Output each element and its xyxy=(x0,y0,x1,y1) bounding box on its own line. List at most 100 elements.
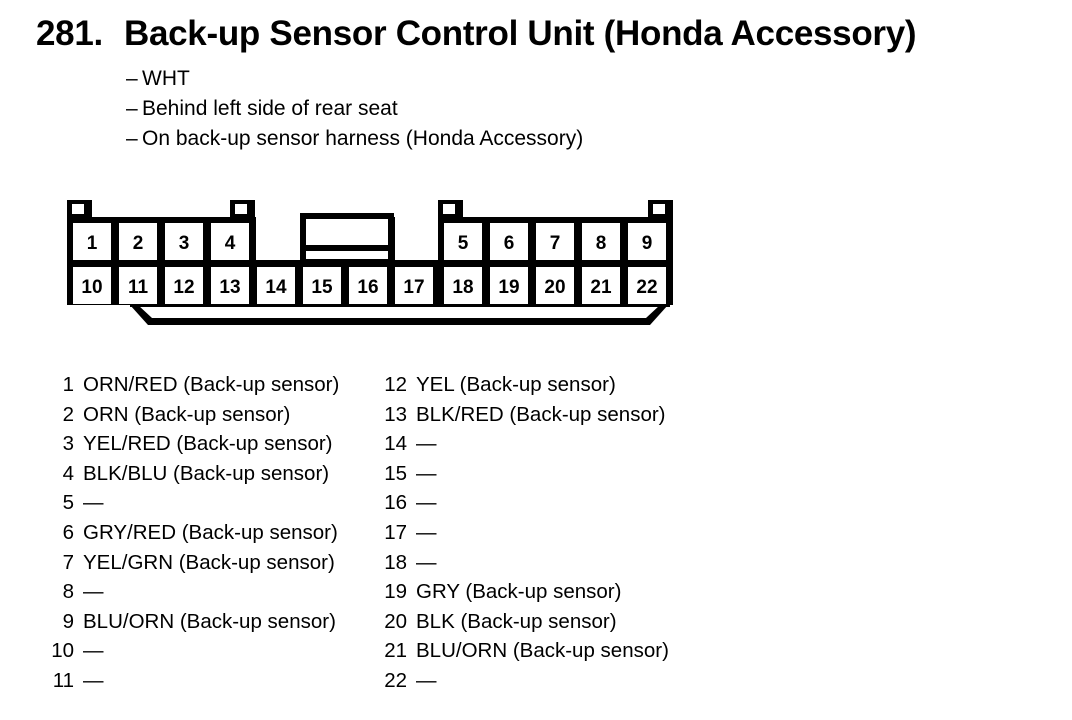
locking-tab-right-hole xyxy=(653,204,665,214)
pin-description: GRY (Back-up sensor) xyxy=(416,580,622,604)
pin-list-item: 2 ORN (Back-up sensor) xyxy=(44,400,384,430)
note-dash-icon: – xyxy=(126,67,138,90)
pin-cell-4[interactable] xyxy=(211,223,249,260)
locking-tab-left-hole xyxy=(72,204,84,214)
pin-cell-6[interactable] xyxy=(490,223,528,260)
connector-center-slot xyxy=(306,219,388,259)
pin-cell-10[interactable] xyxy=(73,267,111,304)
pin-cell-16[interactable] xyxy=(349,267,387,304)
pin-number: 2 xyxy=(62,402,74,426)
pin-cell-17[interactable] xyxy=(395,267,433,304)
pin-cell-label-21: 21 xyxy=(590,277,612,298)
note-item: –WHT xyxy=(126,64,583,94)
pin-list-item: 20 BLK (Back-up sensor) xyxy=(377,607,777,637)
connector-locking-tabs xyxy=(67,200,673,217)
pin-cell-12[interactable] xyxy=(165,267,203,304)
pin-list-item: 7 YEL/GRN (Back-up sensor) xyxy=(44,548,384,578)
page-title-number: 281. xyxy=(36,14,103,53)
pin-number: 4 xyxy=(62,461,74,485)
pin-list-item: 16— xyxy=(377,488,777,518)
pin-description: — xyxy=(83,580,104,604)
pin-cell-15[interactable] xyxy=(303,267,341,304)
pin-cell-label-7: 7 xyxy=(550,233,561,254)
pin-number: 20 xyxy=(384,609,407,633)
pin-description: YEL/GRN (Back-up sensor) xyxy=(83,550,335,574)
pin-cell-label-12: 12 xyxy=(173,277,194,298)
pin-cell-label-17: 17 xyxy=(403,277,424,298)
center-slot-upper-window xyxy=(306,219,388,245)
pin-description: ORN/RED (Back-up sensor) xyxy=(83,373,340,396)
pin-list-item: 22 — xyxy=(377,666,777,696)
pin-cell-label-19: 19 xyxy=(498,277,519,298)
pin-description: BLK/BLU (Back-up sensor) xyxy=(83,461,330,485)
pin-list-item: 14— xyxy=(377,429,777,459)
pin-cell-label-16: 16 xyxy=(357,277,378,298)
pin-number: 15 xyxy=(384,461,407,485)
pin-number: 7 xyxy=(62,550,74,574)
pin-cell-5[interactable] xyxy=(444,223,482,260)
pin-cell-14[interactable] xyxy=(257,267,295,304)
pin-cell-1[interactable] xyxy=(73,223,111,260)
pin-cell-label-14: 14 xyxy=(265,277,287,298)
pin-description: — xyxy=(416,520,437,544)
pin-number: 10 xyxy=(51,639,74,663)
pin-number: 19 xyxy=(384,580,407,604)
pin-description: YEL/RED (Back-up sensor) xyxy=(83,432,333,456)
connector-notch-right xyxy=(395,217,438,260)
locking-tab-mid-right-hole xyxy=(443,204,455,214)
connector-diagram: 1 2 3 4 5 6 7 8 9 10 11 12 13 14 15 16 1… xyxy=(60,195,680,335)
pin-cell-9[interactable] xyxy=(628,223,666,260)
pin-cell-label-6: 6 xyxy=(504,233,515,254)
pin-number: 17 xyxy=(384,520,407,544)
pin-list-item: 5— xyxy=(44,488,384,518)
pin-cell-label-3: 3 xyxy=(179,233,190,254)
pin-cell-20[interactable] xyxy=(536,267,574,304)
pin-description: ORN (Back-up sensor) xyxy=(83,402,291,426)
center-slot-lower-window xyxy=(306,251,388,259)
pin-cell-13[interactable] xyxy=(211,267,249,304)
pin-cell-3[interactable] xyxy=(165,223,203,260)
pin-cell-label-20: 20 xyxy=(544,277,565,298)
pin-description: — xyxy=(83,639,104,663)
locking-tab-mid-left-hole xyxy=(235,204,247,214)
pin-number: 13 xyxy=(384,402,407,426)
pin-number: 5 xyxy=(62,491,74,515)
pin-cell-label-1: 1 xyxy=(87,233,98,254)
pin-cell-8[interactable] xyxy=(582,223,620,260)
pin-number: 22 xyxy=(384,668,407,692)
pin-list-item: 17 — xyxy=(377,518,777,548)
pin-cell-21[interactable] xyxy=(582,267,620,304)
pin-cell-label-2: 2 xyxy=(133,233,144,254)
pin-cell-2[interactable] xyxy=(119,223,157,260)
pin-cell-18[interactable] xyxy=(444,267,482,304)
pin-cell-7[interactable] xyxy=(536,223,574,260)
pin-description: — xyxy=(416,668,437,692)
pin-cell-label-22: 22 xyxy=(636,277,657,298)
pin-cell-22[interactable] xyxy=(628,267,666,304)
page-title-text: Back-up Sensor Control Unit (Honda Acces… xyxy=(124,14,917,53)
pin-description: GRY/RED (Back-up sensor) xyxy=(83,520,338,544)
pin-number: 8 xyxy=(62,580,74,604)
connector-bottom-row-labels: 10 11 12 13 14 15 16 17 18 19 20 21 22 xyxy=(81,277,657,298)
pin-number: 11 xyxy=(52,668,74,692)
note-dash-icon: – xyxy=(126,127,138,150)
pin-list-item: 19 GRY (Back-up sensor) xyxy=(377,577,777,607)
pin-cell-19[interactable] xyxy=(490,267,528,304)
note-text: On back-up sensor harness (Honda Accesso… xyxy=(142,127,584,150)
pin-description: — xyxy=(83,491,104,515)
pin-number: 21 xyxy=(384,639,407,663)
pin-list-item: 11— xyxy=(44,666,384,696)
pin-cell-label-13: 13 xyxy=(219,277,240,298)
pin-cell-label-10: 10 xyxy=(81,277,102,298)
pin-cell-label-9: 9 xyxy=(642,233,653,254)
pin-cell-11[interactable] xyxy=(119,267,157,304)
pin-cell-label-4: 4 xyxy=(225,233,236,254)
note-text: Behind left side of rear seat xyxy=(142,97,398,120)
pin-description: BLK (Back-up sensor) xyxy=(416,609,617,633)
pin-cell-label-5: 5 xyxy=(458,233,469,254)
note-item: –On back-up sensor harness (Honda Access… xyxy=(126,124,583,154)
pin-cell-label-15: 15 xyxy=(311,277,333,298)
pin-description: — xyxy=(416,461,437,485)
